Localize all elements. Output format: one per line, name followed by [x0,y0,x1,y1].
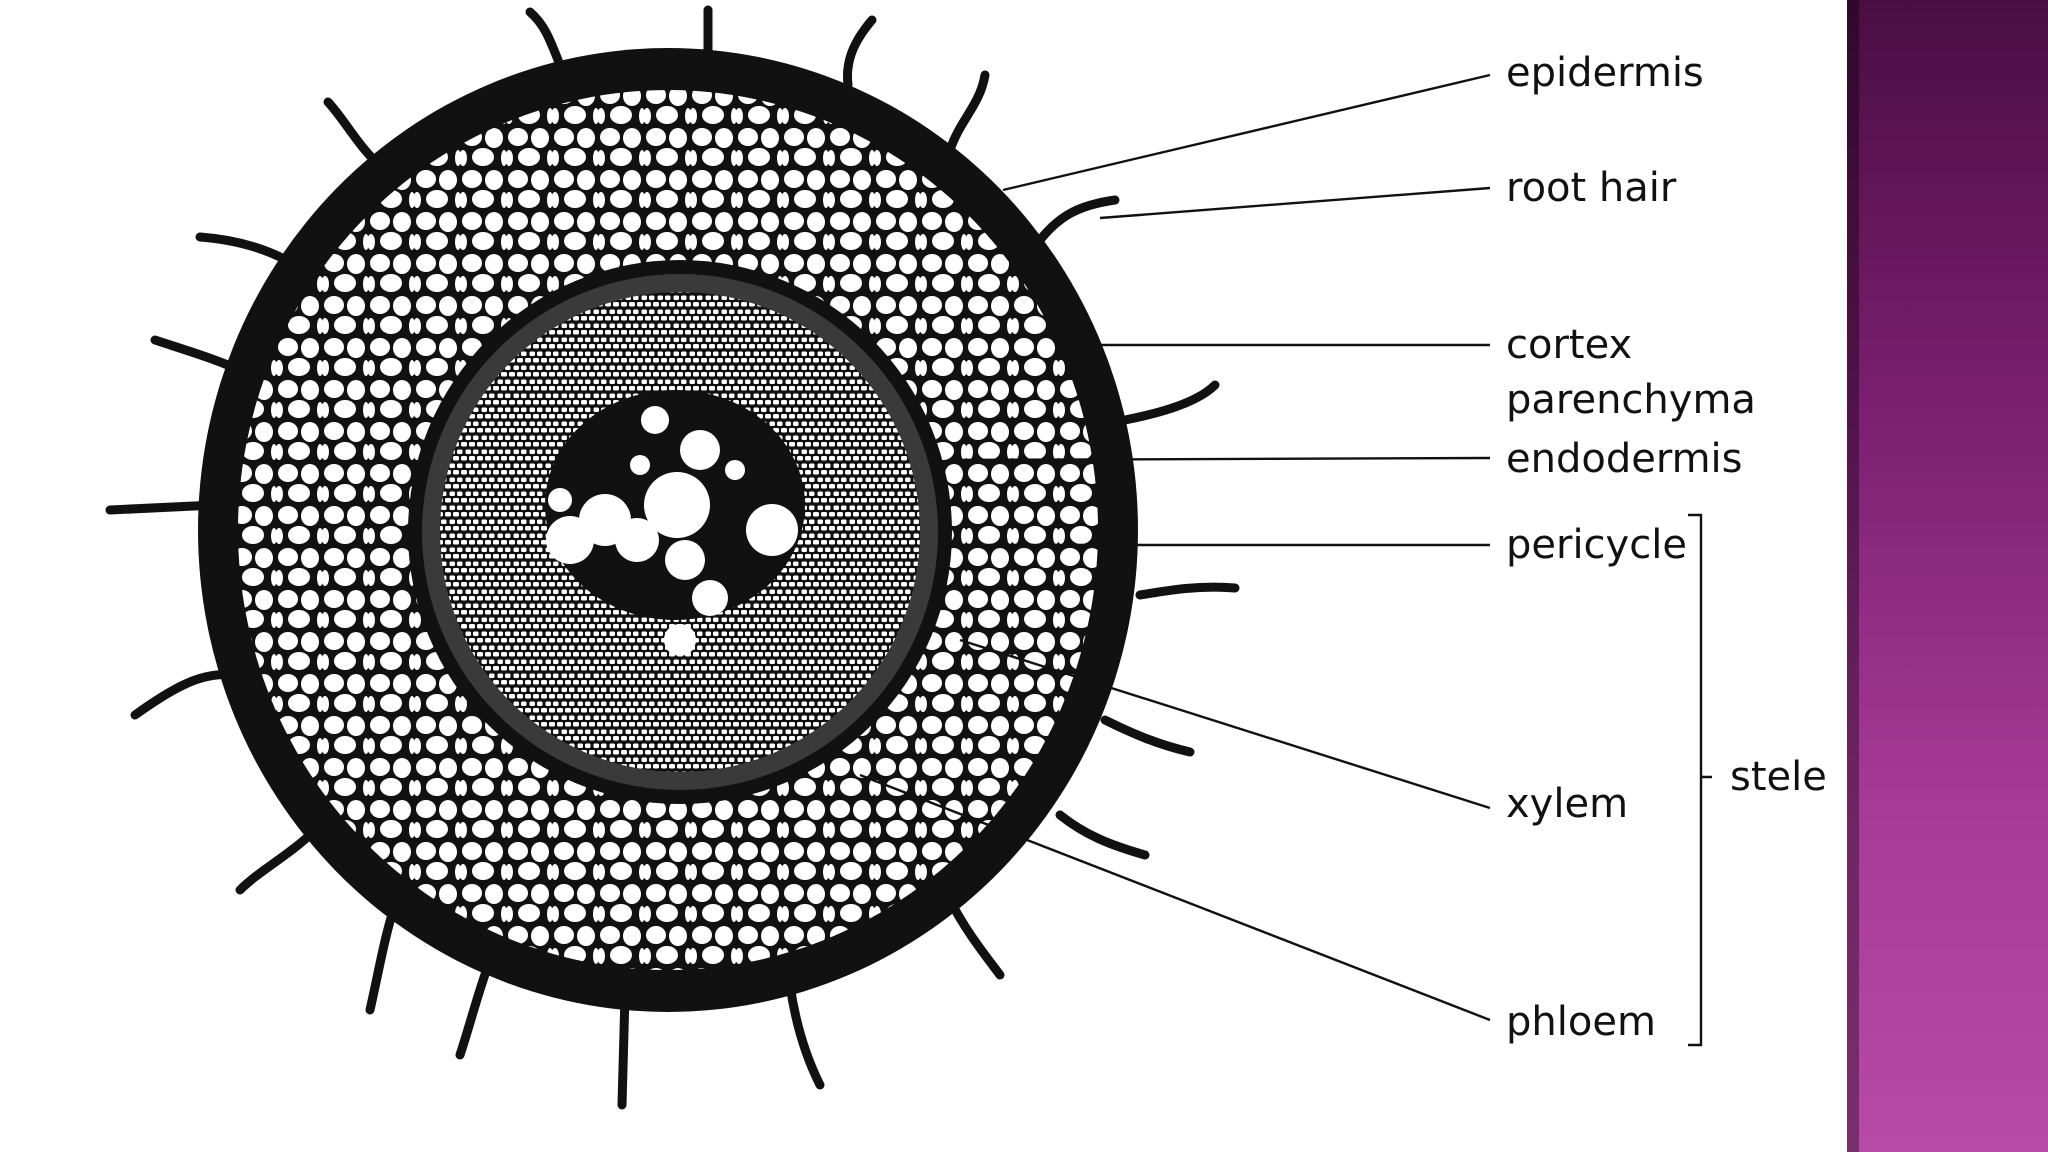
root-hair [1060,815,1145,855]
epidermis-leader [1003,75,1490,190]
label-root-hair: root hair [1506,165,1677,211]
root-hair [950,75,985,150]
label-epidermis: epidermis [1506,50,1704,96]
label-stele: stele [1730,754,1827,800]
label-parenchyma: parenchyma [1506,377,1756,423]
label-cortex: cortex [1506,322,1632,368]
label-xylem: xylem [1506,781,1628,827]
root-hair [790,985,820,1085]
root-hair [135,675,230,715]
label-endodermis: endodermis [1506,436,1742,482]
root-hair [370,905,395,1010]
root-hair [847,20,872,85]
root-hair [622,995,625,1105]
root-hair [950,900,1000,975]
root-hair-leader [1100,188,1490,218]
root-hair [1105,720,1190,752]
root-hair [1125,385,1215,420]
root-hair [1140,587,1235,595]
stele-bracket [1688,515,1712,1045]
label-pericycle: pericycle [1506,522,1687,568]
root-hair [240,830,315,890]
root-hair [530,12,560,65]
label-phloem: phloem [1506,999,1656,1045]
root-hair [1040,200,1115,240]
